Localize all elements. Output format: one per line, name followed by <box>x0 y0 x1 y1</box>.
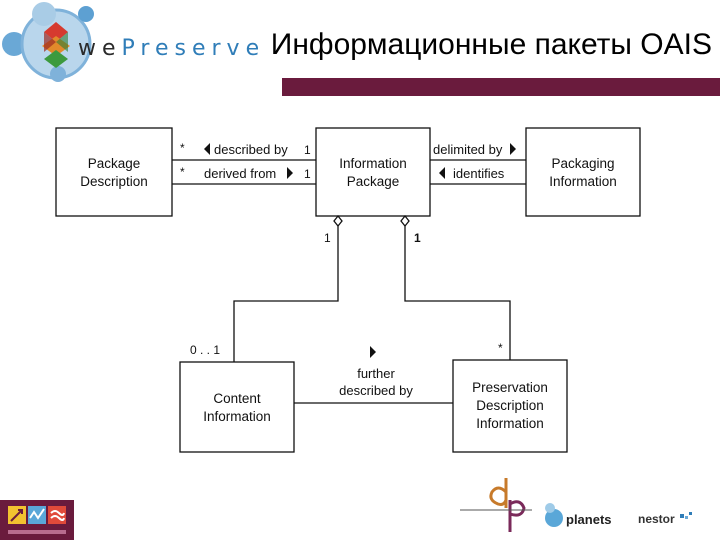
direction-left-arrow-icon <box>439 167 445 179</box>
box-label: Content <box>213 391 261 406</box>
oais-diagram: Package Description Information Package … <box>55 127 641 453</box>
box-label: Description <box>476 398 544 413</box>
edge-label-described-by: described by <box>339 383 413 398</box>
multiplicity-label: * <box>180 165 185 179</box>
brand-wordmark: wePreserve <box>78 36 266 61</box>
box-label: Information <box>549 174 617 189</box>
direction-left-arrow-icon <box>204 143 210 155</box>
multiplicity-label: * <box>498 341 503 355</box>
planets-moon-icon <box>545 503 555 513</box>
box-package-description <box>55 127 173 217</box>
box-label: Preservation <box>472 380 548 395</box>
box-content-information <box>179 361 295 453</box>
box-preservation-description-information <box>452 359 568 453</box>
nestor-logo: nestor <box>638 512 692 526</box>
box-packaging-information <box>525 127 641 217</box>
edge-label-further: further <box>357 366 395 381</box>
box-label: Description <box>80 174 148 189</box>
edge-content-aggregation <box>233 226 339 362</box>
logo-bubble-icon <box>78 6 94 22</box>
planets-wordmark: planets <box>566 512 612 527</box>
multiplicity-label: 1 <box>414 231 421 245</box>
partner-logos: planets nestor <box>460 478 692 532</box>
logo-leaves-icon <box>42 22 70 68</box>
edge-pdi-aggregation <box>404 226 511 360</box>
direction-right-arrow-icon <box>370 346 376 358</box>
logo-bubble-icon <box>32 2 56 26</box>
box-label: Package <box>347 174 400 189</box>
edge-label-described-by: described by <box>214 142 288 157</box>
planets-logo: planets <box>545 503 612 527</box>
direction-right-arrow-icon <box>510 143 516 155</box>
direction-right-arrow-icon <box>287 167 293 179</box>
box-label: Package <box>88 156 141 171</box>
box-label: Information <box>203 409 271 424</box>
multiplicity-label: 1 <box>324 231 331 245</box>
edge-label-delimited-by: delimited by <box>433 142 503 157</box>
multiplicity-label: * <box>180 141 185 155</box>
edge-label-identifies: identifies <box>453 166 505 181</box>
nestor-wordmark: nestor <box>638 512 675 526</box>
edge-label-derived-from: derived from <box>204 166 276 181</box>
multiplicity-label: 0 . . 1 <box>190 343 220 357</box>
header: wePreserve Информационные пакеты OAIS <box>0 0 720 96</box>
dpe-logo <box>460 478 532 532</box>
wepreserve-logo <box>2 2 94 82</box>
box-label: Information <box>476 416 544 431</box>
aggregation-diamond-icon <box>400 214 410 228</box>
title-rule <box>282 78 720 96</box>
box-label: Information <box>339 156 407 171</box>
aggregation-diamond-icon <box>333 214 343 228</box>
multiplicity-label: 1 <box>304 143 311 157</box>
logo-bubble-icon <box>2 32 26 56</box>
logo-bubble-icon <box>50 66 66 82</box>
box-information-package <box>315 127 431 217</box>
planets-globe-icon <box>545 509 563 527</box>
project-badge-logo <box>0 500 74 540</box>
box-label: Packaging <box>551 156 614 171</box>
page-title: Информационные пакеты OAIS <box>270 28 712 61</box>
multiplicity-label: 1 <box>304 167 311 181</box>
